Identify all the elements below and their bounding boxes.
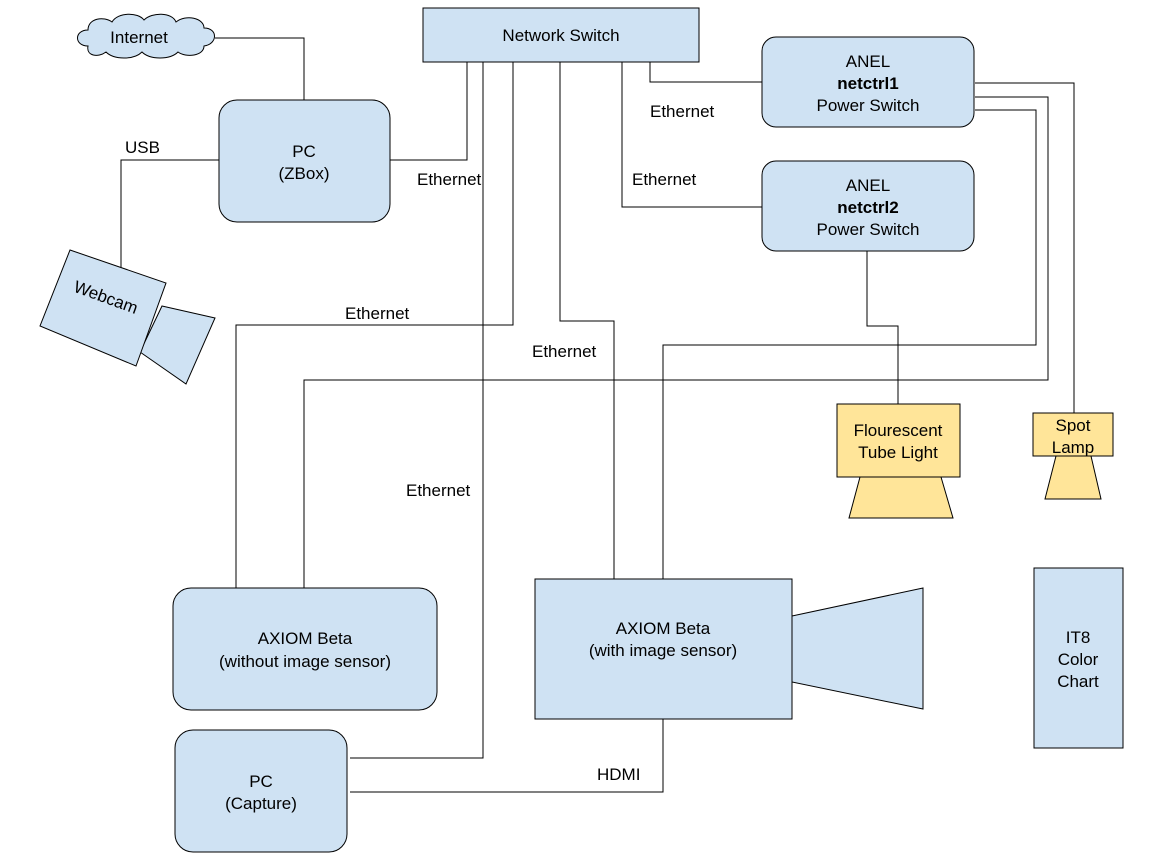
netctrl1-node: ANEL netctrl1 Power Switch: [761, 36, 975, 128]
wire-hdmi: [350, 719, 664, 793]
network-switch-box: [422, 7, 700, 63]
axiom-sensor-title: AXIOM Beta: [616, 619, 711, 638]
axiom-no-sensor-subtitle: (without image sensor): [219, 652, 391, 671]
netctrl2-type: Power Switch: [817, 220, 920, 239]
netctrl2-box: [761, 160, 975, 252]
pc-zbox-subtitle: (ZBox): [279, 164, 330, 183]
axiom-sensor-node: AXIOM Beta (with image sensor): [534, 578, 924, 720]
axiom-no-sensor-title: AXIOM Beta: [258, 629, 353, 648]
ethernet-label-netctrl1: Ethernet: [650, 102, 715, 121]
tube-light-box: [836, 403, 961, 478]
hdmi-label: HDMI: [597, 765, 640, 784]
pc-capture-node: PC (Capture): [174, 729, 348, 853]
spot-lamp-line2: Lamp: [1052, 438, 1095, 457]
usb-label: USB: [125, 138, 160, 157]
spot-lamp-node: Spot Lamp: [1032, 412, 1114, 500]
wire-internet-pc: [215, 37, 305, 100]
edge-labels: USB Ethernet Ethernet Ethernet Ethernet …: [125, 102, 715, 784]
spot-lamp-line1: Spot: [1056, 416, 1091, 435]
internet-cloud: Internet: [77, 13, 215, 59]
it8-chart-line3: Chart: [1057, 672, 1099, 691]
pc-zbox-node: PC (ZBox): [218, 99, 391, 223]
wire-netctrl1-axiom-no-sensor: [303, 96, 1049, 588]
netctrl2-brand: ANEL: [846, 176, 890, 195]
wire-switch-netctrl1: [649, 62, 762, 83]
pc-capture-title: PC: [249, 772, 273, 791]
pc-capture-box: [174, 729, 348, 853]
wire-usb-webcam: [120, 159, 219, 270]
netctrl1-brand: ANEL: [846, 52, 890, 71]
network-switch-node: Network Switch: [422, 7, 700, 63]
pc-capture-subtitle: (Capture): [225, 794, 297, 813]
netctrl2-node: ANEL netctrl2 Power Switch: [761, 160, 975, 252]
axiom-sensor-lens-icon: [791, 587, 924, 710]
netctrl1-box: [761, 36, 975, 128]
it8-chart-box: [1033, 567, 1124, 749]
ethernet-label-axiom-no-sensor: Ethernet: [345, 304, 410, 323]
wire-netctrl2-tube-light: [866, 251, 899, 404]
wire-switch-pc-capture: [350, 62, 484, 759]
ethernet-label-pc-capture: Ethernet: [406, 481, 471, 500]
it8-chart-node: IT8 Color Chart: [1033, 567, 1124, 749]
webcam-lens-icon: [139, 305, 216, 385]
tube-light-line1: Flourescent: [854, 421, 943, 440]
it8-chart-line2: Color: [1058, 650, 1099, 669]
webcam-node: Webcam: [39, 249, 216, 385]
tube-light-node: Flourescent Tube Light: [836, 403, 961, 519]
connection-lines: [120, 37, 1075, 793]
axiom-no-sensor-node: AXIOM Beta (without image sensor): [172, 587, 438, 711]
wire-netctrl1-spot-lamp: [975, 82, 1075, 413]
spot-lamp-shade-icon: [1044, 455, 1102, 500]
netctrl1-name: netctrl1: [837, 74, 898, 93]
it8-chart-line1: IT8: [1066, 628, 1091, 647]
axiom-no-sensor-box: [172, 587, 438, 711]
wire-switch-axiom-sensor: [559, 62, 615, 579]
wire-switch-netctrl2: [621, 62, 762, 208]
ethernet-label-pc: Ethernet: [417, 170, 482, 189]
axiom-sensor-box: [534, 578, 793, 720]
cloud-icon: [77, 13, 215, 59]
ethernet-label-axiom-sensor: Ethernet: [532, 342, 597, 361]
wire-pc-switch: [390, 62, 468, 161]
wire-switch-axiom-no-sensor: [235, 62, 514, 588]
network-switch-label: Network Switch: [502, 26, 619, 45]
tube-light-shade-icon: [848, 476, 954, 519]
wire-netctrl1-axiom-sensor: [662, 109, 1037, 579]
internet-label: Internet: [110, 28, 168, 47]
ethernet-label-netctrl2: Ethernet: [632, 170, 697, 189]
tube-light-line2: Tube Light: [858, 443, 938, 462]
spot-lamp-box: [1032, 412, 1114, 457]
webcam-body-icon: [39, 249, 167, 367]
netctrl2-name: netctrl2: [837, 198, 898, 217]
axiom-sensor-subtitle: (with image sensor): [589, 641, 737, 660]
pc-zbox-title: PC: [292, 142, 316, 161]
netctrl1-type: Power Switch: [817, 96, 920, 115]
pc-zbox-box: [218, 99, 391, 223]
